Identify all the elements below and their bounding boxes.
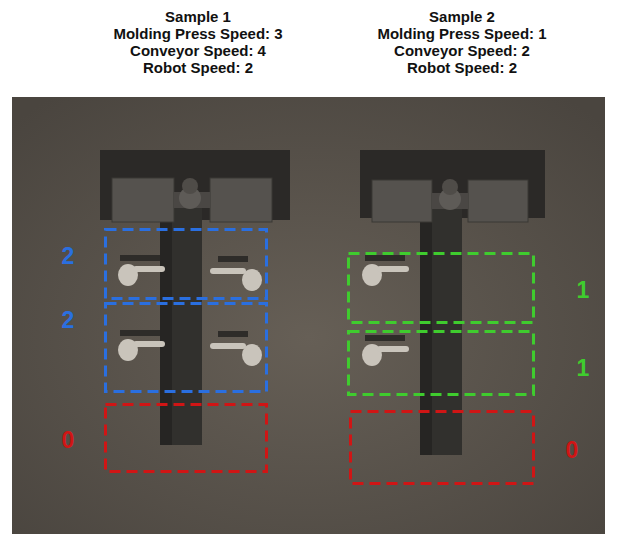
- speed-setting: Molding Press Speed: 3: [68, 25, 328, 42]
- dashed-outline: [104, 228, 268, 300]
- count-number: 0: [53, 427, 83, 453]
- region-box: 0: [50, 403, 268, 473]
- count-number: 2: [53, 243, 83, 269]
- dashed-outline: [104, 302, 268, 393]
- speed-setting: Molding Press Speed: 1: [332, 25, 592, 42]
- speed-setting: Robot Speed: 2: [68, 59, 328, 76]
- count-number: 2: [53, 307, 83, 333]
- count-number: 1: [568, 355, 598, 381]
- region-box: 0: [349, 410, 590, 485]
- dashed-outline: [347, 252, 535, 324]
- sample-title: Sample 1: [68, 8, 328, 25]
- speed-setting: Conveyor Speed: 4: [68, 42, 328, 59]
- region-box: 2: [50, 228, 268, 300]
- speed-setting: Conveyor Speed: 2: [332, 42, 592, 59]
- scene-right: [360, 150, 545, 455]
- count-number: 0: [557, 437, 587, 463]
- dashed-outline: [104, 403, 268, 473]
- region-box: 1: [347, 330, 601, 396]
- count-number: 1: [568, 277, 598, 303]
- region-box: 2: [50, 302, 268, 393]
- speed-setting: Robot Speed: 2: [332, 59, 592, 76]
- sample-title: Sample 2: [332, 8, 592, 25]
- region-box: 1: [347, 252, 601, 324]
- dashed-outline: [347, 330, 535, 396]
- floor: [12, 97, 605, 534]
- scene-left: [100, 150, 290, 445]
- dashed-outline: [349, 410, 535, 485]
